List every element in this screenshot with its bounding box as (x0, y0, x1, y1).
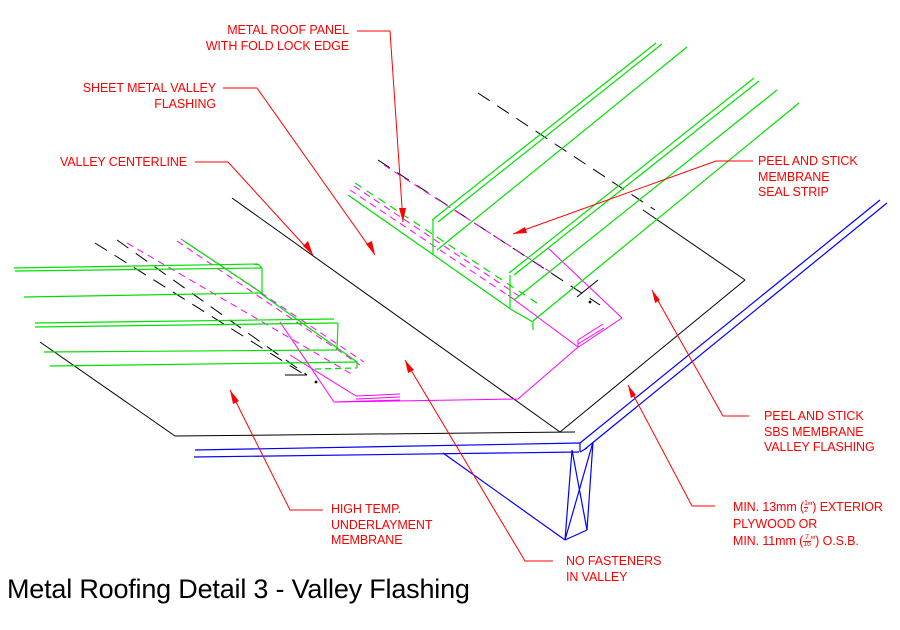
fraction-numerator: 7 (803, 534, 811, 543)
sbs-membrane-flashing (126, 164, 623, 403)
label-line: FLASHING (154, 96, 216, 111)
label-line: WITH FOLD LOCK EDGE (205, 38, 349, 53)
label-line: VALLEY CENTERLINE (59, 155, 187, 169)
roof-deck-sheathing (193, 199, 888, 541)
label-text: MIN. 11mm ( (733, 534, 804, 548)
fraction-numerator: 1 (804, 500, 808, 509)
label-line: UNDERLAYMENT (331, 517, 433, 532)
label-line: VALLEY FLASHING (764, 440, 875, 454)
fastener-dot-left (314, 380, 318, 384)
label-sheet-metal-flashing: SHEET METAL VALLEY FLASHING (60, 81, 216, 112)
label-line: METAL ROOF PANEL (227, 23, 349, 37)
label-line: PEEL AND STICK (758, 154, 858, 168)
label-line: SEAL STRIP (758, 185, 829, 199)
label-line: PLYWOOD OR (733, 517, 818, 531)
metal-roof-panels (13, 42, 800, 370)
label-line: IN VALLEY (566, 569, 628, 584)
fastener-dot-right (588, 300, 592, 304)
label-valley-centerline: VALLEY CENTERLINE (40, 155, 187, 171)
label-underlayment: HIGH TEMP. UNDERLAYMENT MEMBRANE (331, 502, 432, 549)
label-text: ") O.S.B. (810, 534, 859, 548)
underlayment-outline (39, 92, 746, 437)
label-line: MEMBRANE (758, 169, 830, 184)
label-line: MEMBRANE (331, 533, 403, 547)
label-line: PEEL AND STICK (764, 409, 864, 423)
fraction-denominator: 2 (804, 507, 808, 515)
label-line: SBS MEMBRANE (764, 424, 864, 439)
label-line: HIGH TEMP. (331, 502, 402, 516)
label-no-fasteners: NO FASTENERS IN VALLEY (566, 554, 661, 585)
annotation-arrowheads (230, 208, 660, 404)
label-text: MIN. 13mm ( (733, 500, 805, 514)
label-line: NO FASTENERS (566, 554, 662, 568)
drawing-title: Metal Roofing Detail 3 - Valley Flashing (7, 574, 470, 604)
label-sbs-membrane: PEEL AND STICK SBS MEMBRANE VALLEY FLASH… (764, 409, 875, 456)
fraction-denominator: 16 (803, 541, 811, 549)
annotation-leaders (195, 30, 753, 562)
label-seal-strip: PEEL AND STICK MEMBRANE SEAL STRIP (758, 154, 858, 201)
label-text: ") EXTERIOR (807, 500, 883, 514)
label-metal-roof-panel: METAL ROOF PANEL WITH FOLD LOCK EDGE (196, 23, 349, 54)
label-line: SHEET METAL VALLEY (82, 81, 216, 95)
